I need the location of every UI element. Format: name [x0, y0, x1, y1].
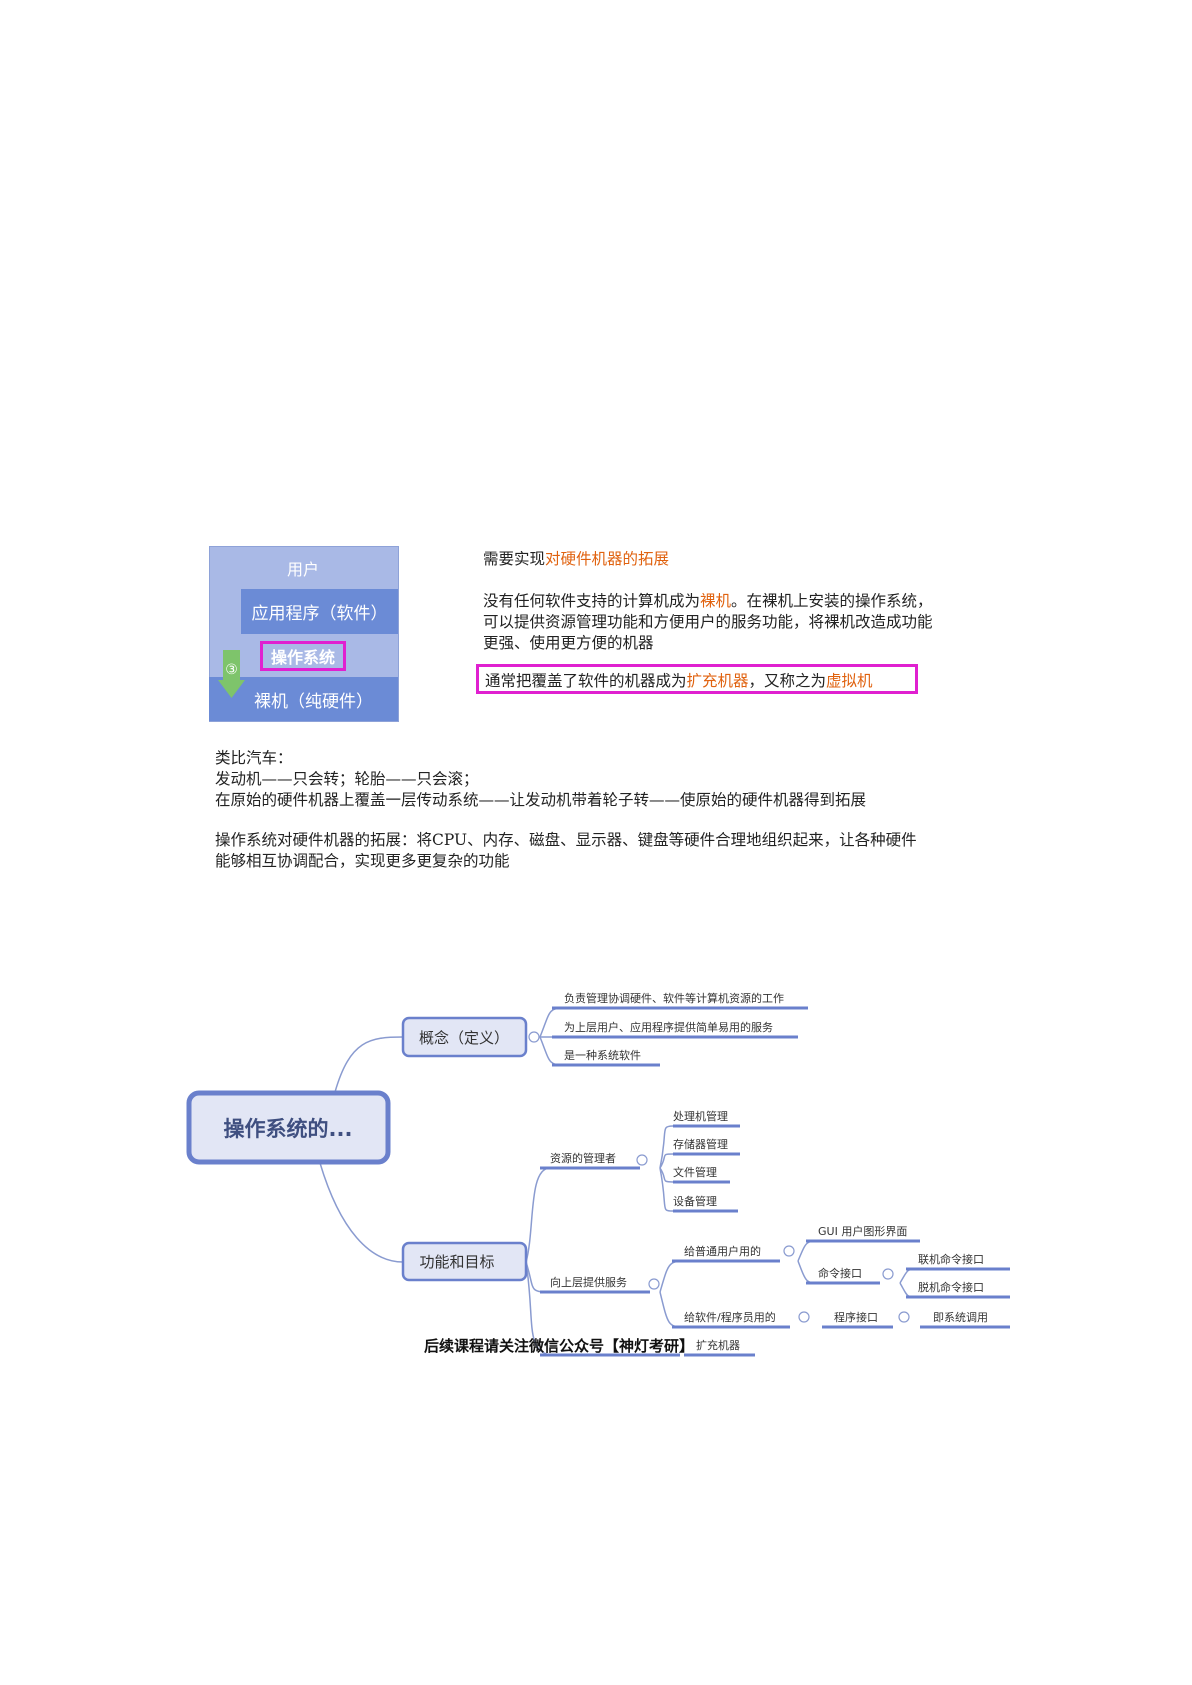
command-interface-node: 命令接口 [818, 1266, 862, 1280]
root-node[interactable] [186, 1090, 391, 1165]
collapse-icon[interactable] [528, 1031, 540, 1043]
highlight-text: 扩充机器 [686, 672, 749, 690]
resource-item: 处理机管理 [673, 1109, 728, 1123]
collapse-icon[interactable] [898, 1311, 910, 1323]
concept-label: 概念（定义） [419, 1029, 509, 1047]
concept-item: 为上层用户、应用程序提供简单易用的服务 [564, 1020, 773, 1034]
root-label: 操作系统的... [224, 1117, 353, 1141]
resource-item: 文件管理 [673, 1165, 717, 1179]
resource-item: 设备管理 [673, 1194, 717, 1208]
extend-node: 扩充机器 [696, 1338, 740, 1352]
concept-item: 是一种系统软件 [564, 1048, 641, 1062]
watermark: 后续课程请关注微信公众号【神灯考研】 [424, 1337, 694, 1355]
text: 通常把覆盖了软件的机器成为 [485, 672, 687, 690]
text: 类比汽车： [215, 749, 293, 767]
highlight-text: 对硬件机器的拓展 [545, 550, 670, 568]
concept-item: 负责管理协调硬件、软件等计算机资源的工作 [564, 991, 784, 1005]
for-users-node: 给普通用户用的 [684, 1244, 761, 1258]
resource-manager-node: 资源的管理者 [550, 1151, 616, 1165]
text: 发动机——只会转；轮胎——只会滚； [215, 770, 479, 788]
layer-app: 应用程序（软件） [241, 589, 398, 634]
collapse-icon[interactable] [783, 1245, 795, 1257]
gui-node: GUI 用户图形界面 [818, 1224, 907, 1238]
down-arrow-icon: ③ [218, 650, 245, 698]
service-node: 向上层提供服务 [550, 1275, 627, 1289]
text: 可以提供资源管理功能和方便用户的服务功能，将裸机改造成功能 [483, 613, 933, 631]
layer-user: 用户 [286, 559, 319, 579]
function-label: 功能和目标 [419, 1253, 494, 1271]
for-programmers-node: 给软件/程序员用的 [684, 1310, 776, 1324]
collapse-icon[interactable] [648, 1278, 660, 1290]
text: 操作系统对硬件机器的拓展：将CPU、内存、磁盘、显示器、键盘等硬件合理地组织起来… [215, 831, 917, 849]
concept-node[interactable] [401, 1016, 528, 1058]
text: 没有任何软件支持的计算机成为 [483, 592, 701, 610]
collapse-icon[interactable] [798, 1311, 810, 1323]
program-interface-node: 程序接口 [834, 1310, 878, 1324]
text: 。在裸机上安装的操作系统， [731, 592, 933, 610]
collapse-icon[interactable] [882, 1268, 894, 1280]
highlight-text: 裸机 [700, 592, 732, 610]
highlight-text: 虚拟机 [826, 672, 873, 690]
text: 更强、使用更方便的机器 [483, 634, 654, 652]
layer-os-label: 操作系统 [259, 640, 346, 671]
syscall-node: 即系统调用 [933, 1311, 988, 1324]
command-item: 联机命令接口 [918, 1252, 984, 1266]
text: ，又称之为 [748, 672, 827, 690]
resource-item: 存储器管理 [673, 1137, 728, 1151]
step-number: ③ [225, 662, 238, 678]
layer-os: 操作系统 [209, 634, 397, 677]
analogy-text: 类比汽车： 发动机——只会转；轮胎——只会滚； 在原始的硬件机器上覆盖一层传动系… [215, 748, 917, 872]
heading-line: 需要实现对硬件机器的拓展 [483, 549, 669, 570]
text: 在原始的硬件机器上覆盖一层传动系统——让发动机带着轮子转——使原始的硬件机器得到… [215, 791, 867, 809]
command-item: 脱机命令接口 [918, 1280, 984, 1294]
text: 能够相互协调配合，实现更多更复杂的功能 [215, 852, 510, 870]
highlight-box: 通常把覆盖了软件的机器成为扩充机器，又称之为虚拟机 [476, 664, 918, 694]
paragraph: 没有任何软件支持的计算机成为裸机。在裸机上安装的操作系统， 可以提供资源管理功能… [483, 591, 933, 654]
function-node[interactable] [401, 1241, 528, 1282]
text: 需要实现 [483, 550, 546, 568]
collapse-icon[interactable] [636, 1154, 648, 1166]
